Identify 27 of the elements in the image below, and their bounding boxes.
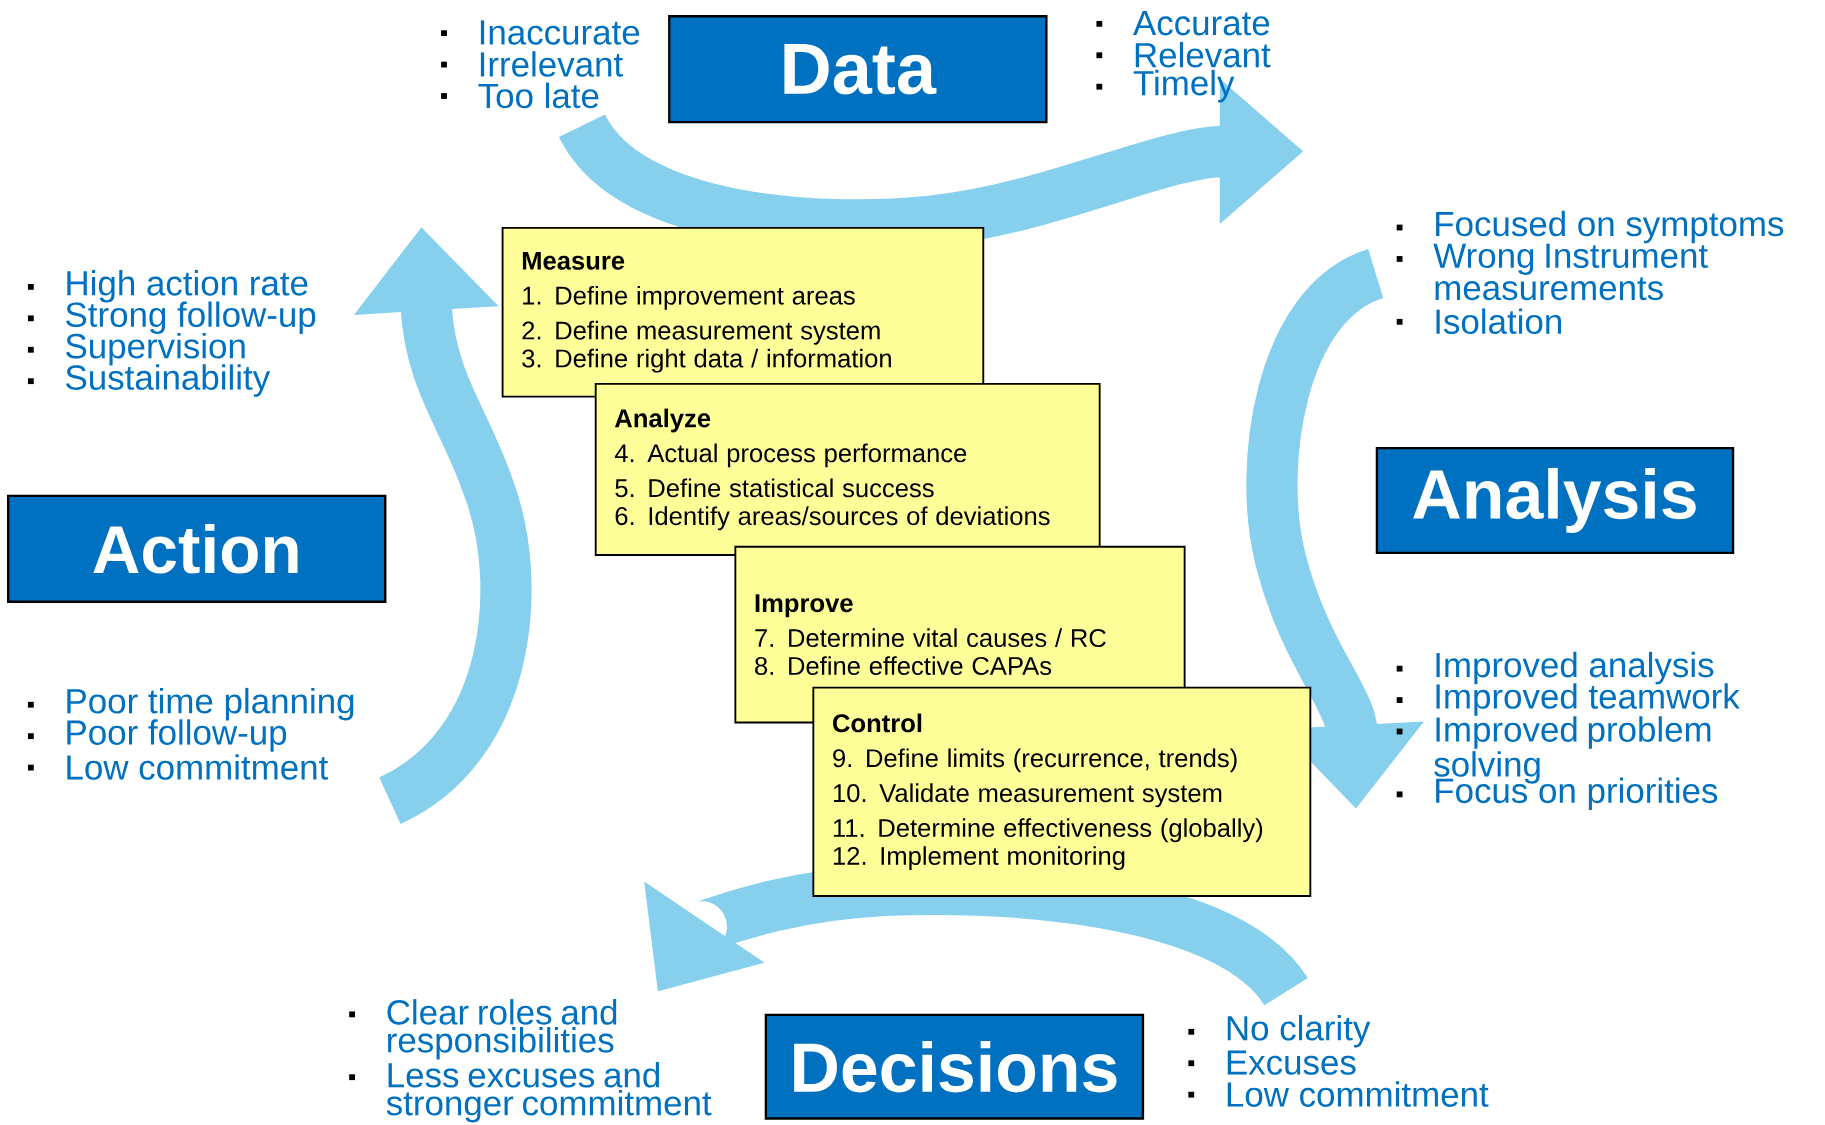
bullet-item: Low commitment [67, 753, 329, 780]
bullet-item: Too late [478, 82, 599, 108]
title-box: Action [7, 494, 387, 603]
step-box: Control 9. Define limits (recurrence, trends) 10. Validate measurement system 11. Determine effectiveness (globally) 12. Implement monitoring [812, 686, 1312, 897]
bullet-item: Strong follow-up [66, 301, 316, 334]
bullet-item: Timely [1133, 69, 1235, 103]
bullet-item: Improved analysis [1436, 651, 1714, 685]
bullet-item: Excuses [1227, 1050, 1356, 1075]
bullet-item: Isolation [1436, 308, 1562, 334]
bullet-item: Low commitment [1227, 1081, 1489, 1107]
bullet-item: Supervision [66, 332, 245, 366]
title-box: Analysis [1375, 446, 1735, 554]
title-box: Data [668, 14, 1048, 124]
bullet-item: Irrelevant [480, 50, 623, 77]
title-box: Decisions [764, 1013, 1145, 1120]
bullet-item: Focused on symptoms [1436, 210, 1784, 243]
bullet-item: Sustainability [66, 364, 271, 397]
bullet-item: Clear roles and responsibilities [387, 998, 617, 1060]
step-box: Analyze 4. Actual process performance 5. Define statistical success 6. Identify areas/sources of deviations [594, 382, 1101, 556]
bullet-item: Relevant [1135, 41, 1271, 68]
bullet-item: No clarity [1227, 1014, 1371, 1048]
step-box: Measure 1. Define improvement areas 2. Define measurement system 3. Define right data / information [501, 226, 985, 398]
bullet-item: Less excuses and stronger commitment [386, 1061, 712, 1123]
bullet-item: Accurate [1133, 10, 1270, 36]
bullet-item: Poor follow-up [67, 719, 287, 752]
bullet-item: Wrong Instrument measurements [1433, 243, 1708, 300]
bullet-item: Improved teamwork [1436, 683, 1740, 716]
